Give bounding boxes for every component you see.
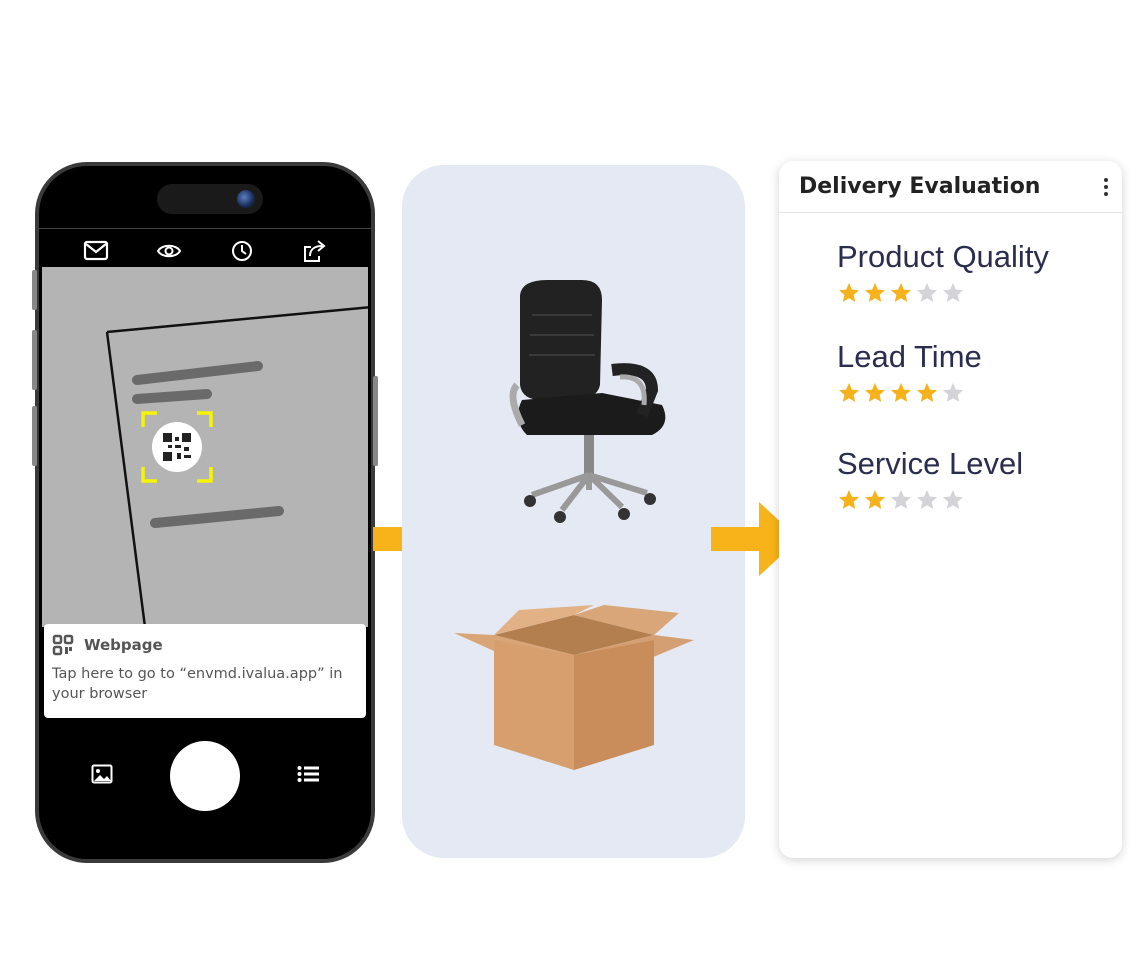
star-filled-icon[interactable] (863, 281, 887, 305)
qr-scan-frame (141, 411, 213, 483)
arrow-right-icon (711, 502, 799, 576)
webpage-notification[interactable]: Webpage Tap here to go to “envmd.ivalua.… (44, 624, 366, 718)
star-empty-icon[interactable] (941, 381, 965, 405)
star-empty-icon[interactable] (915, 488, 939, 512)
phone-screen: Webpage Tap here to go to “envmd.ivalua.… (39, 166, 371, 859)
top-toolbar (39, 232, 371, 270)
metric-product-quality: Product Quality (837, 239, 1049, 305)
star-filled-icon[interactable] (889, 381, 913, 405)
phone-side-button (32, 270, 37, 310)
metric-label: Product Quality (837, 239, 1049, 274)
phone-mockup: Webpage Tap here to go to “envmd.ivalua.… (32, 162, 378, 863)
card-title: Delivery Evaluation (799, 174, 1041, 199)
product-panel (402, 165, 745, 858)
star-filled-icon[interactable] (889, 281, 913, 305)
mail-icon[interactable] (82, 237, 110, 265)
metric-label: Service Level (837, 446, 1024, 481)
phone-side-button (32, 406, 37, 466)
bottom-toolbar (39, 738, 371, 814)
gallery-icon[interactable] (91, 764, 113, 788)
delivery-evaluation-card: Delivery Evaluation Product Quality Lead… (779, 161, 1122, 858)
list-icon[interactable] (297, 765, 319, 787)
notification-title: Webpage (84, 636, 163, 654)
star-filled-icon[interactable] (863, 381, 887, 405)
phone-side-button (32, 330, 37, 390)
more-options-icon[interactable] (1104, 177, 1108, 196)
phone-side-button (373, 376, 378, 466)
star-empty-icon[interactable] (915, 281, 939, 305)
metric-service-level: Service Level (837, 446, 1023, 512)
star-filled-icon[interactable] (837, 488, 861, 512)
share-icon[interactable] (301, 237, 329, 265)
metric-label: Lead Time (837, 339, 982, 374)
eye-icon[interactable] (155, 237, 183, 265)
office-chair-image (509, 280, 666, 523)
notification-text: Tap here to go to “envmd.ivalua.app” in … (52, 666, 343, 702)
cardboard-box-image (454, 605, 694, 770)
qr-code-icon (52, 634, 74, 656)
star-empty-icon[interactable] (941, 488, 965, 512)
star-rating[interactable] (837, 488, 1023, 512)
camera-viewfinder (42, 267, 368, 627)
dynamic-island (157, 184, 263, 214)
star-empty-icon[interactable] (889, 488, 913, 512)
star-rating[interactable] (837, 281, 1049, 305)
star-filled-icon[interactable] (837, 381, 861, 405)
clock-icon[interactable] (228, 237, 256, 265)
divider (39, 228, 371, 229)
star-rating[interactable] (837, 381, 982, 405)
qr-code-icon (163, 433, 191, 461)
star-filled-icon[interactable] (915, 381, 939, 405)
star-filled-icon[interactable] (837, 281, 861, 305)
star-empty-icon[interactable] (941, 281, 965, 305)
star-filled-icon[interactable] (863, 488, 887, 512)
metric-lead-time: Lead Time (837, 339, 982, 405)
camera-icon (237, 190, 255, 208)
shutter-button[interactable] (170, 741, 240, 811)
